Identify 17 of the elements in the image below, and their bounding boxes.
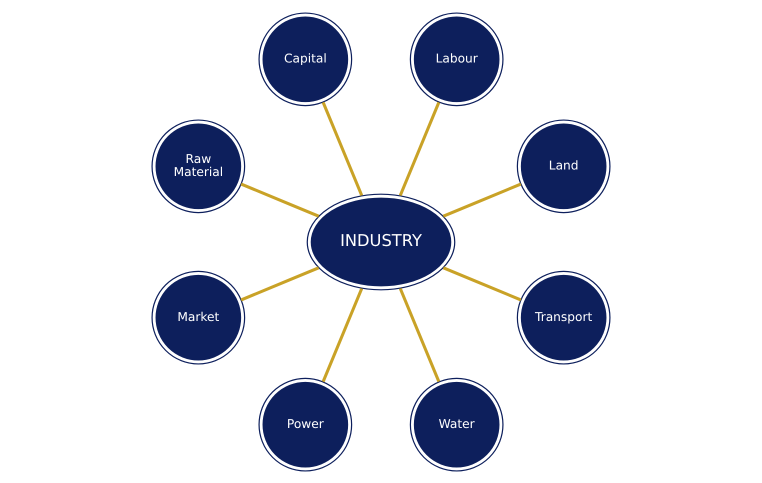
node-ellipse: INDUSTRY [306,193,456,290]
node-circle: Capital [258,12,352,106]
node-circle: Power [258,377,352,472]
node-circle: Water [410,377,504,472]
connector [240,182,320,218]
node-circle: Land [516,118,611,213]
node-circle: Transport [516,270,611,364]
connector [322,287,364,382]
connector [398,287,440,382]
connector [322,101,364,196]
connector [442,266,522,301]
connector [442,182,522,218]
node-circle: Market [151,270,246,364]
node-circle: Labour [410,12,504,106]
connector [240,266,320,301]
connector [398,101,440,196]
node-circle: Raw Material [151,118,246,213]
